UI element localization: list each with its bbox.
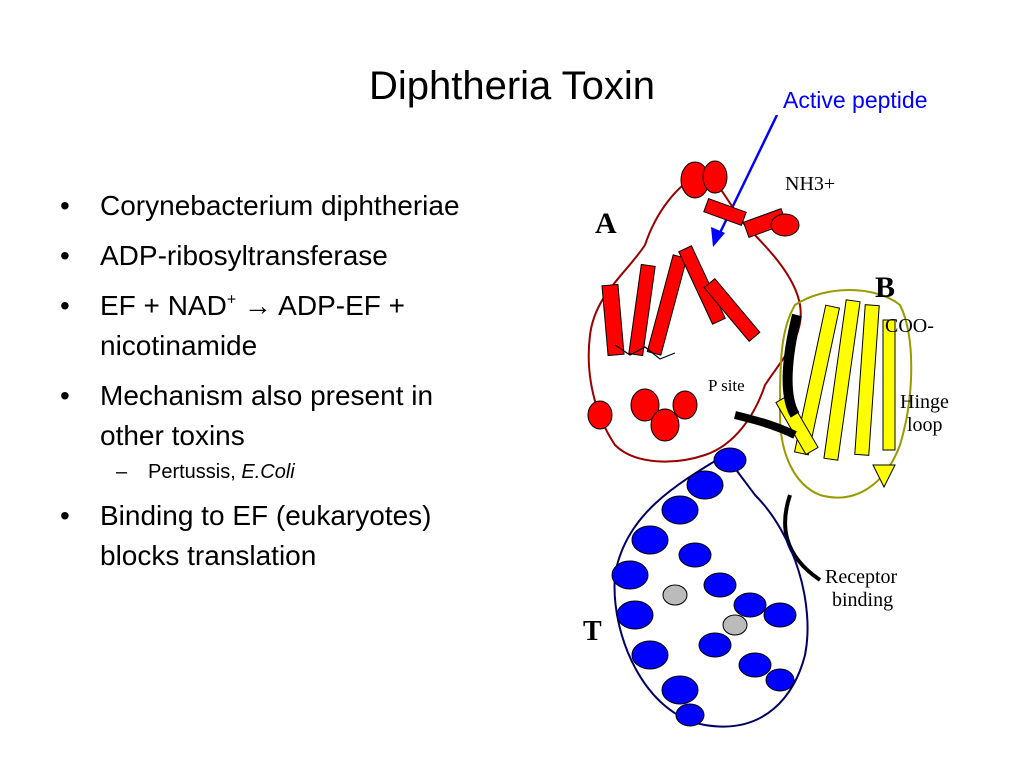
hinge-loop-label-line1: Hinge — [900, 391, 949, 413]
bullet-enzyme: ADP-ribosyltransferase — [58, 236, 498, 276]
bullet-list: Corynebacterium diphtheriae ADP-ribosylt… — [58, 186, 498, 586]
receptor-binding-label-line1: Receptor — [825, 566, 898, 588]
bullet-reaction: EF + NAD+ → ADP-EF + nicotinamide — [58, 286, 498, 366]
bullet-organism: Corynebacterium diphtheriae — [58, 186, 498, 226]
sub-bullet-examples: Pertussis, E.Coli — [100, 458, 498, 486]
slide-title: Diphtheria Toxin — [368, 64, 656, 108]
bullet-binding: Binding to EF (eukaryotes) blocks transl… — [58, 496, 498, 576]
coo-terminus-label: COO- — [885, 315, 934, 337]
active-peptide-callout: Active peptide — [783, 87, 928, 113]
domain-b-ribbon — [775, 289, 913, 499]
hinge-loop-label-line2: loop — [907, 414, 943, 436]
sub-bullet-list: Pertussis, E.Coli — [100, 458, 498, 486]
domain-t-ribbon — [611, 447, 809, 728]
domain-t-label: T — [583, 616, 602, 647]
callout-pointer-arrowhead — [711, 227, 725, 247]
nh3-terminus-label: NH3+ — [785, 173, 835, 195]
p-site-label: P site — [708, 376, 745, 395]
bullet-mechanism: Mechanism also present in other toxins P… — [58, 376, 498, 486]
receptor-binding-label-line2: binding — [832, 589, 893, 611]
protein-structure-figure: A B T NH3+ COO- P site Hinge loop Recept… — [583, 115, 949, 728]
domain-b-label: B — [875, 271, 895, 304]
domain-a-ribbon — [587, 160, 802, 463]
loop-segments — [734, 313, 822, 582]
domain-a-label: A — [595, 207, 617, 240]
